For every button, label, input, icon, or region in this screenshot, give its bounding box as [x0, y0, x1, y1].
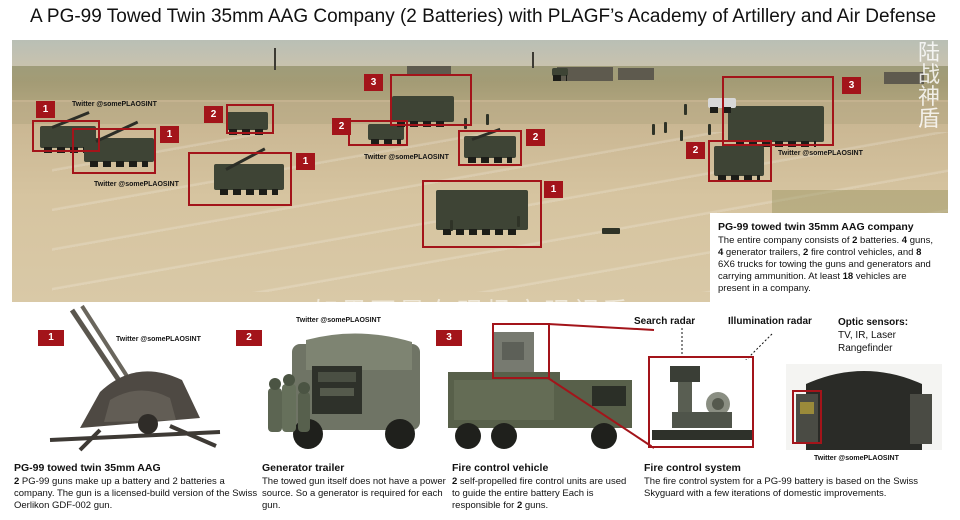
watermark-bottom: 如果不是在现场亲眼视看	[312, 292, 631, 302]
fcs-photo	[652, 360, 752, 446]
optic-sensor-box	[792, 390, 822, 444]
page-title: A PG-99 Towed Twin 35mm AAG Company (2 B…	[30, 6, 937, 27]
marker-tag: 3	[364, 74, 383, 91]
gun-photo	[40, 300, 240, 460]
fcv-caption-heading: Fire control vehicle	[452, 462, 549, 474]
marker-tag: 3	[842, 77, 861, 94]
photo-credit: Twitter @somePLAOSINT	[296, 317, 381, 324]
photo-credit: Twitter @somePLAOSINT	[72, 101, 157, 108]
generator-caption-body: The towed gun itself does not have a pow…	[262, 476, 446, 511]
marker-tag: 2	[526, 129, 545, 146]
photo-credit: Twitter @somePLAOSINT	[364, 154, 449, 161]
marker-tag: 1	[160, 126, 179, 143]
marker-box-gun-1b	[72, 128, 156, 174]
fcs-callout-small-box	[492, 323, 550, 379]
marker-box-generator-2d	[708, 140, 772, 182]
marker-box-gun-1a	[32, 120, 100, 152]
marker-tag: 1	[544, 181, 563, 198]
gun-caption-heading: PG-99 towed twin 35mm AAG	[14, 462, 161, 474]
optic-sensor-photo	[786, 364, 942, 450]
fcs-caption-body: The fire control system for a PG-99 batt…	[644, 476, 919, 499]
marker-box-fcv-3a	[390, 74, 472, 126]
fcs-caption-heading: Fire control system	[644, 462, 741, 474]
watermark-right: 陆战神盾	[918, 40, 941, 131]
label-search-radar: Search radar	[634, 316, 696, 327]
photo-credit: Twitter @somePLAOSINT	[814, 455, 899, 462]
fcv-caption-body: 2 self-propelled fire control units are …	[452, 476, 627, 511]
label-illumination-radar: Illumination radar	[728, 316, 812, 327]
gun-caption-body: 2 PG-99 guns make up a battery and 2 bat…	[14, 476, 258, 511]
panel-tag-fcv: 3	[436, 330, 462, 346]
info-body: The entire company consists of 2 batteri…	[718, 235, 933, 294]
marker-tag: 1	[36, 101, 55, 118]
panel-tag-generator: 2	[236, 330, 262, 346]
marker-tag: 1	[296, 153, 315, 170]
marker-box-generator-2a	[226, 104, 274, 134]
fcs-callout-large-box	[648, 356, 754, 448]
company-info-box: PG-99 towed twin 35mm AAG company The en…	[710, 213, 948, 302]
marker-tag: 2	[332, 118, 351, 135]
label-optic-sensors: Optic sensors: TV, IR, Laser Rangefinder	[838, 317, 909, 354]
fcs-caption: Fire control system The fire control sys…	[644, 462, 940, 500]
generator-caption-heading: Generator trailer	[262, 462, 345, 474]
fcv-photo	[444, 320, 642, 456]
photo-credit: Twitter @somePLAOSINT	[778, 150, 863, 157]
generator-photo	[262, 326, 432, 458]
info-heading: PG-99 towed twin 35mm AAG company	[718, 221, 914, 233]
marker-box-fcv-3b	[722, 76, 834, 146]
marker-box-gun-1c	[188, 152, 292, 206]
photo-credit: Twitter @somePLAOSINT	[94, 181, 179, 188]
marker-box-generator-2c	[458, 130, 522, 166]
photo-credit: Twitter @somePLAOSINT	[116, 336, 201, 343]
panel-tag-gun: 1	[38, 330, 64, 346]
marker-box-gun-1d	[422, 180, 542, 248]
marker-tag: 2	[686, 142, 705, 159]
generator-caption: Generator trailer The towed gun itself d…	[262, 462, 446, 512]
gun-caption: PG-99 towed twin 35mm AAG 2 PG-99 guns m…	[14, 462, 258, 512]
callout-lines	[547, 323, 655, 449]
fcv-caption: Fire control vehicle 2 self-propelled fi…	[452, 462, 636, 512]
marker-tag: 2	[204, 106, 223, 123]
